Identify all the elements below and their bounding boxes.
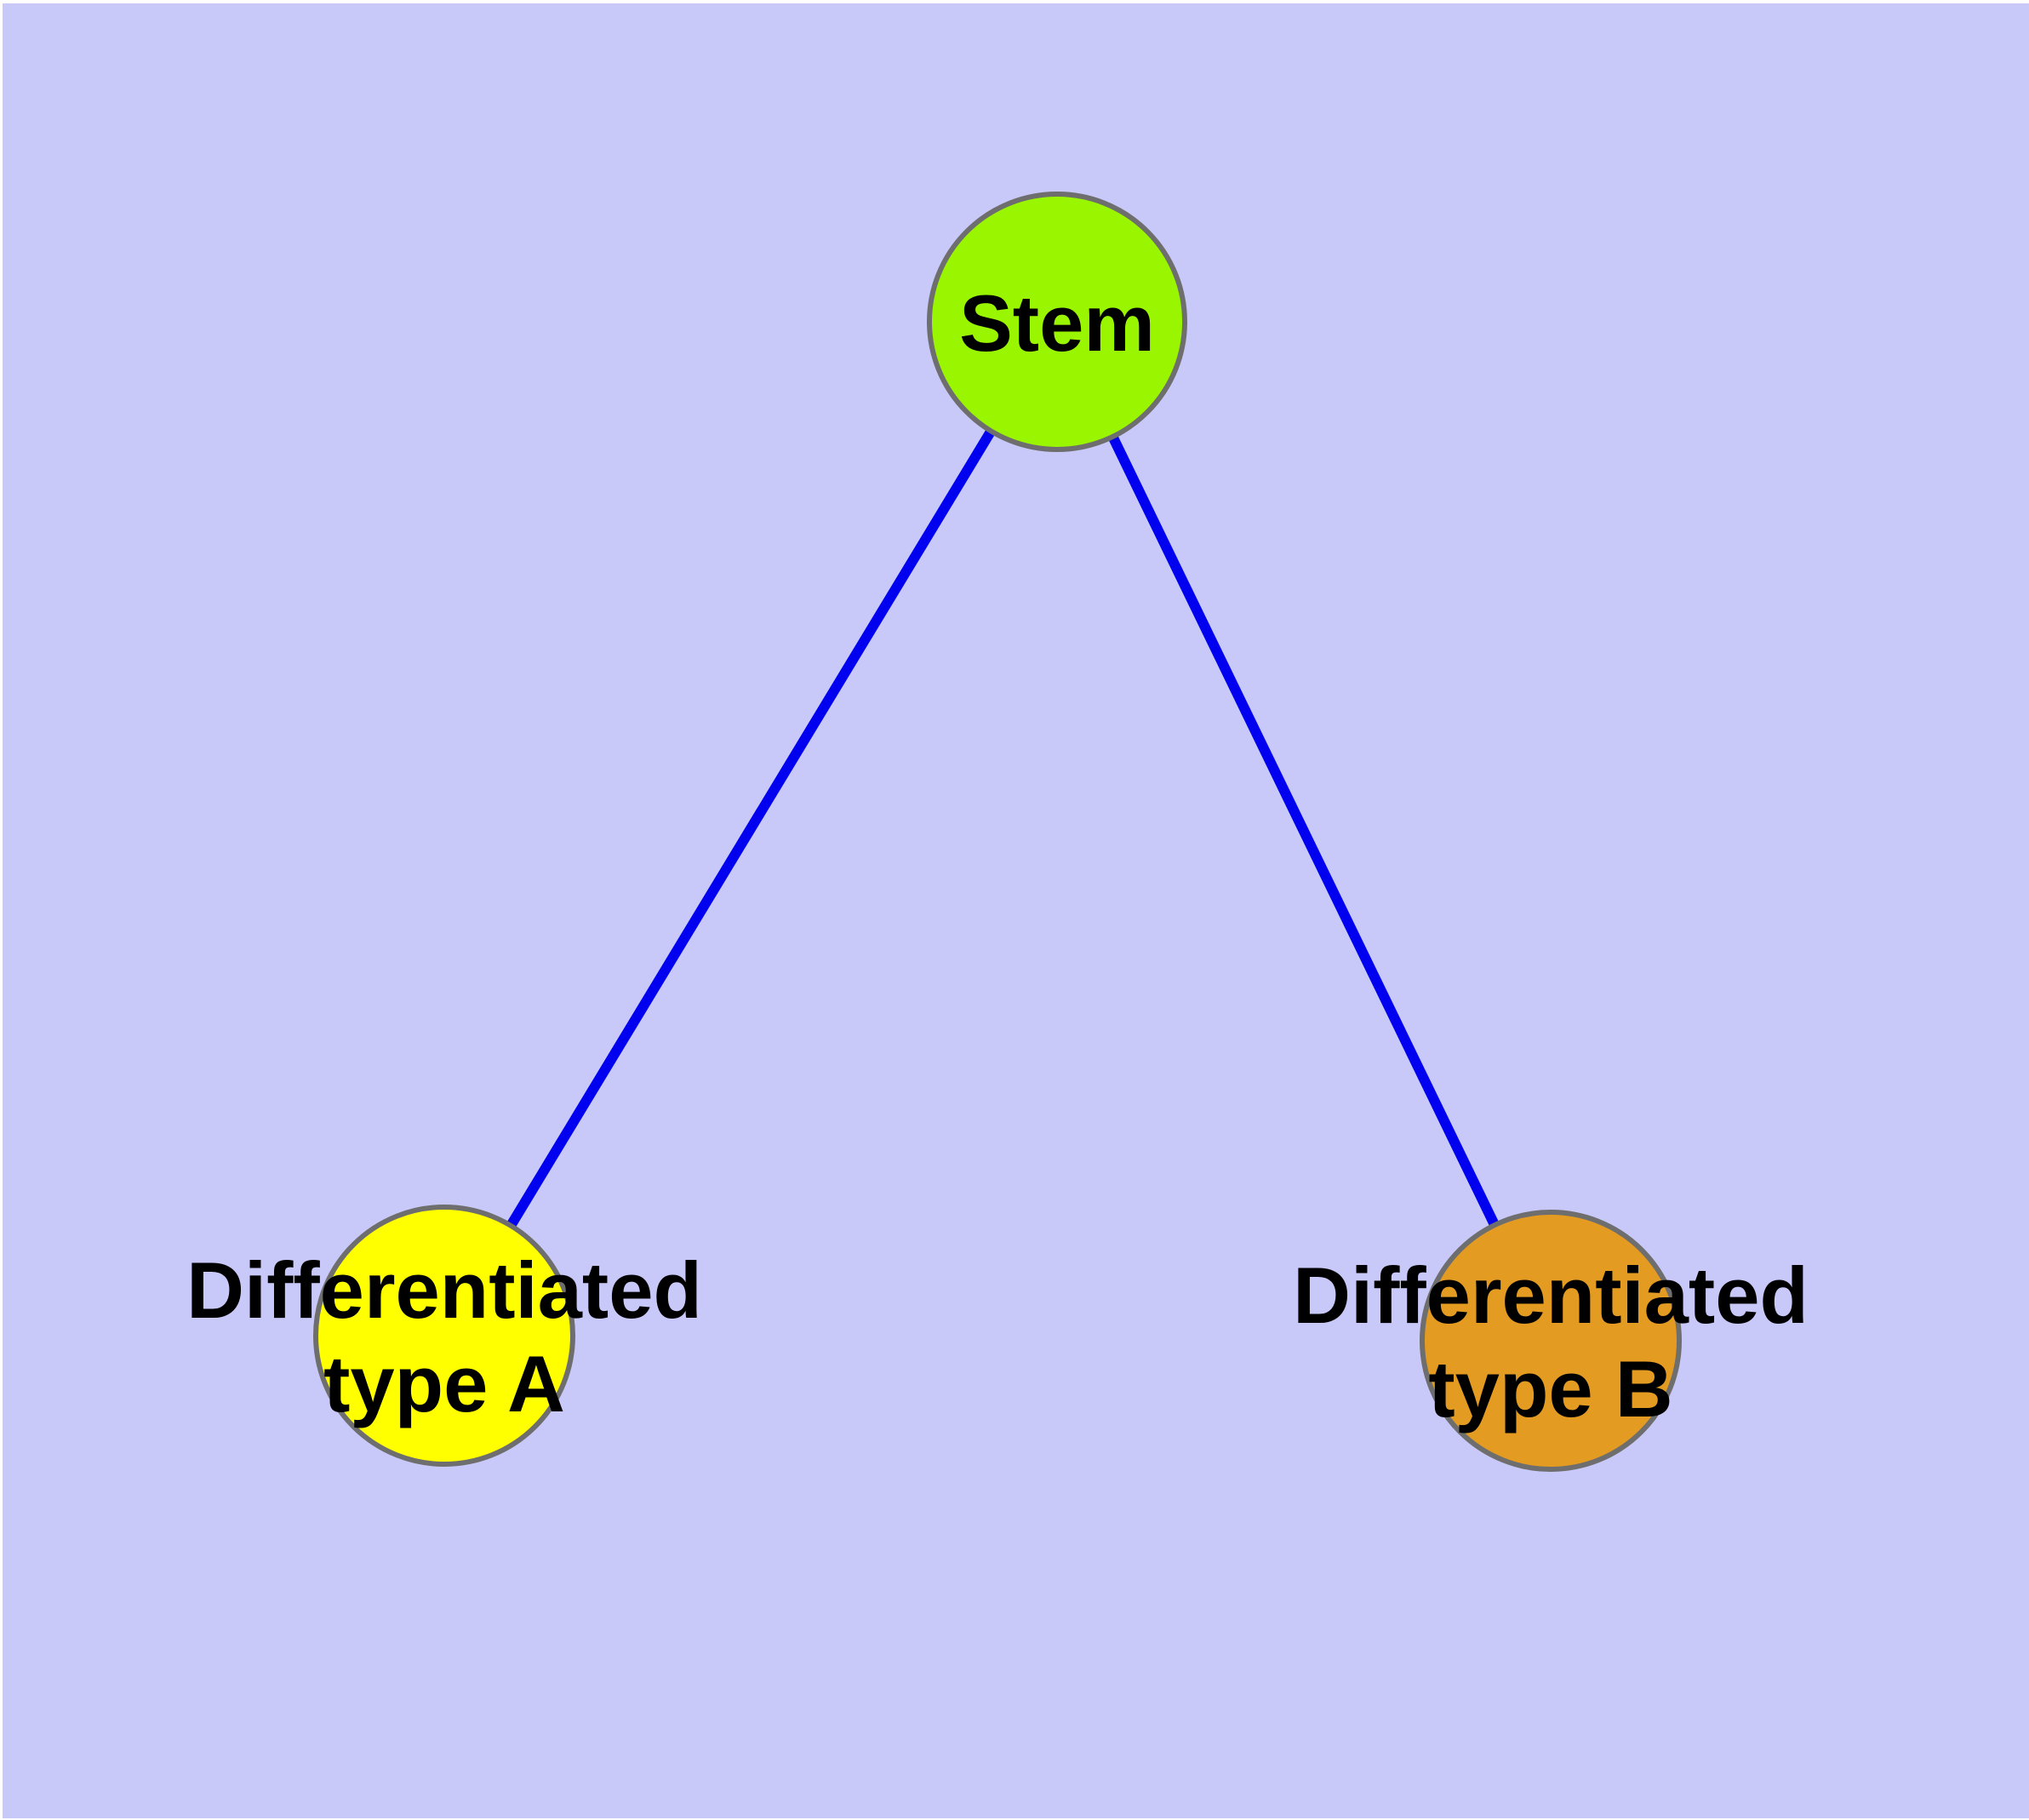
node-differentiated-type-a-circle[interactable]	[313, 1205, 575, 1467]
node-stem-circle[interactable]	[927, 192, 1187, 452]
node-stem-label: Stem	[959, 278, 1155, 368]
node-stem[interactable]: Stem	[927, 192, 1187, 452]
edge-stem-to-differentiated-type-a	[439, 318, 1062, 1339]
edge-stem-to-differentiated-type-b	[1052, 319, 1556, 1343]
node-differentiated-type-b-circle[interactable]	[1420, 1210, 1682, 1472]
